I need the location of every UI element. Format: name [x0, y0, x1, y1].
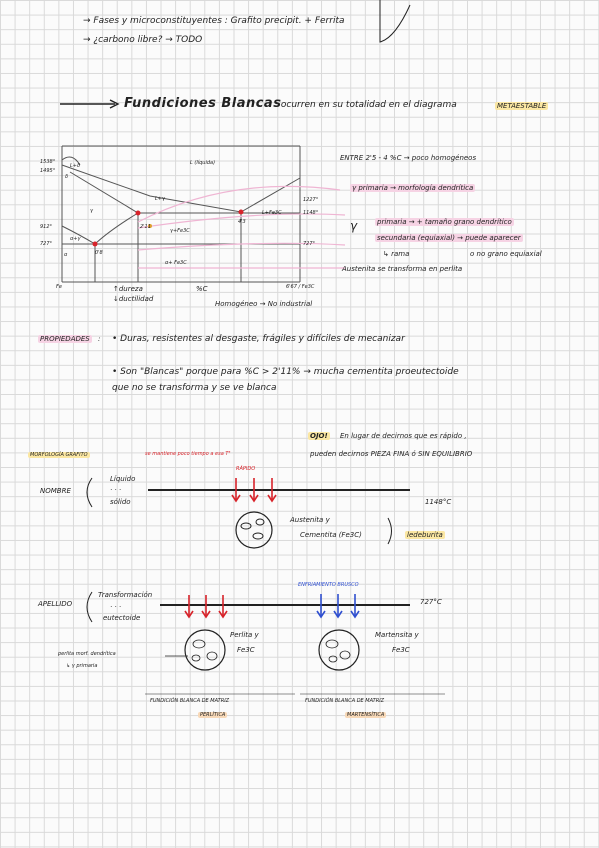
property-2b: que no se transforma y se ve blanca — [112, 383, 277, 393]
box2-line1: FUNDICIÓN BLANCA DE MATRIZ — [305, 698, 385, 704]
gamma-primaria-label: ↳ γ primaria — [66, 663, 98, 669]
propiedades-colon: : — [98, 335, 101, 343]
temp-label: 1148° — [303, 210, 319, 216]
c-axis-label: %C — [196, 285, 208, 293]
austenita-label: Austenita y — [290, 516, 330, 524]
heading-subtitle: : ocurren en su totalidad en el diagrama — [275, 100, 457, 110]
carbon-line: → ¿carbono libre? → TODO — [83, 35, 203, 45]
entre-note: ENTRE 2'5 - 4 %C → poco homogéneos — [340, 154, 477, 162]
fe3c-label-2: Fe3C — [392, 646, 410, 654]
primaria-note: primaria → + tamaño grano dendrítico — [375, 218, 514, 226]
region-label: δ — [65, 174, 69, 180]
ductility-down: ↓ductilidad — [113, 295, 154, 303]
transformacion-label: Transformación — [98, 591, 153, 599]
box1-line1: FUNDICIÓN BLANCA DE MATRIZ — [150, 698, 230, 704]
red-note: se mantiene poco tiempo a esa T³ — [145, 451, 231, 457]
temp-label: 1495° — [40, 168, 56, 174]
grano-note: o no grano equiaxial — [470, 250, 542, 258]
ojo-text-2: pueden decirnos PIEZA FINA ó SIN EQUILIB… — [310, 450, 473, 458]
region-label: L+Fe3C — [262, 210, 282, 216]
region-label: L (líquida) — [190, 160, 216, 166]
phase-diagram — [61, 145, 301, 283]
temp-1148: 1148°C — [425, 498, 452, 506]
property-1: • Duras, resistentes al desgaste, frágil… — [112, 334, 405, 344]
fe3c-label-1: Fe3C — [237, 646, 255, 654]
temp-label: 912° — [40, 224, 53, 230]
region-label: γ+Fe3C — [170, 228, 190, 234]
ledeburita-label: ledeburita — [405, 531, 445, 539]
solido-label: sólido — [110, 498, 131, 506]
hardness-up: ↑dureza — [113, 285, 143, 293]
temp-727: 727°C — [420, 598, 442, 606]
region-label: α+γ — [70, 236, 81, 242]
nombre-label: NOMBRE — [40, 487, 71, 495]
austenita-note: Austenita se transforma en perlita — [342, 265, 463, 273]
region-label: α+ Fe3C — [165, 260, 187, 266]
perlita-morf-label: perlita morf. dendrítica — [58, 651, 116, 657]
temp-label: 727° — [303, 241, 316, 247]
martensita-label: Martensita y — [375, 631, 419, 639]
region-label: 2'11 — [140, 224, 151, 230]
morfologia-label: MORFOLOGÍA GRAFITO — [28, 452, 90, 458]
cementita-label: Cementita (Fe3C) — [300, 531, 362, 539]
temp-label: 1538° — [40, 159, 56, 165]
gamma-primaria-note: γ primaria → morfología dendrítica — [350, 184, 476, 192]
enfriamiento-label: ENFRIAMIENTO BRUSCO — [298, 582, 359, 588]
propiedades-label: PROPIEDADES — [38, 335, 92, 343]
ojo-label: OJO! — [308, 432, 330, 440]
temp-label: 727° — [40, 241, 53, 247]
heading-tag: METAESTABLE — [495, 102, 549, 110]
liquido-label: Líquido — [110, 475, 136, 483]
region-label: 6'67 / Fe3C — [286, 284, 315, 290]
dots-label: · · · — [110, 486, 122, 494]
homogeneous-note: Homogéneo → No industrial — [215, 300, 313, 308]
region-label: α — [64, 252, 68, 258]
ojo-text-1: En lugar de decirnos que es rápido , — [340, 432, 467, 440]
property-2a: • Son "Blancas" porque para %C > 2'11% →… — [112, 367, 459, 377]
eutectoide-label: eutectoide — [103, 614, 141, 622]
temp-label: 1227° — [303, 197, 319, 203]
box2-line2: MARTENSÍTICA — [345, 712, 387, 718]
box1-line2: PERLÍTICA — [198, 712, 228, 718]
apellido-label: APELLIDO — [38, 600, 73, 608]
region-label: 4'3 — [238, 219, 246, 225]
region-label: Fe — [56, 284, 62, 290]
region-label: 0'8 — [95, 250, 103, 256]
gamma-symbol: γ — [350, 219, 358, 233]
region-label: L+δ — [70, 163, 81, 169]
region-label: γ — [90, 208, 93, 214]
phases-line: → Fases y microconstituyentes : Grafito … — [83, 16, 345, 26]
perlita-label: Perlita y — [230, 631, 259, 639]
rapido-label: RÁPIDO — [236, 466, 256, 472]
rama-note: ↳ rama — [383, 250, 410, 258]
region-label: L+γ — [155, 196, 165, 202]
secundaria-note: secundaria (equiaxial) → puede aparecer — [375, 234, 523, 242]
heading-title: Fundiciones Blancas — [124, 96, 282, 111]
dots-label: · · · — [110, 603, 122, 611]
